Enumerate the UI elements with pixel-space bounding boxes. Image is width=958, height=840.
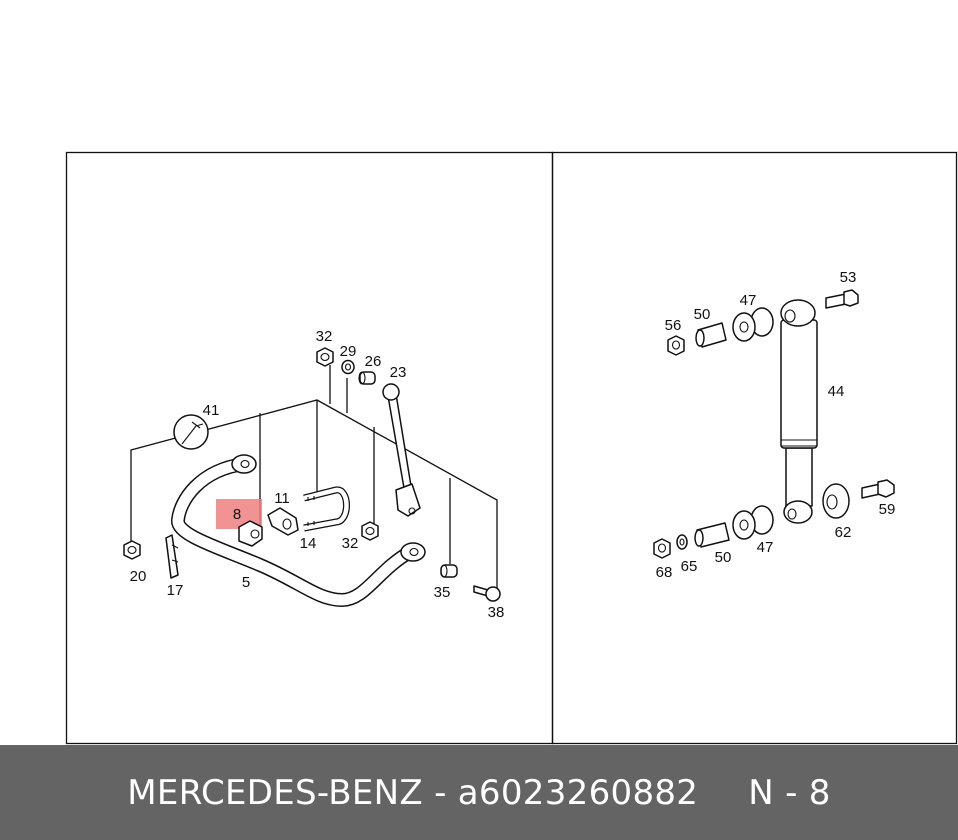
footer-part-number: MERCEDES-BENZ - a6023260882 bbox=[127, 772, 699, 813]
callout-26: 26 bbox=[365, 353, 382, 370]
part-32-nut-top bbox=[316, 347, 334, 367]
callout-32-top: 32 bbox=[316, 328, 333, 345]
part-17-clamp bbox=[165, 534, 179, 579]
callout-32-lower: 32 bbox=[342, 535, 359, 552]
callout-14: 14 bbox=[300, 535, 317, 552]
callout-29: 29 bbox=[340, 343, 357, 360]
footer-caption: MERCEDES-BENZ - a6023260882 N - 8 bbox=[0, 745, 958, 840]
callout-11: 11 bbox=[274, 490, 290, 507]
callout-20: 20 bbox=[130, 568, 147, 585]
callout-47-lower: 47 bbox=[757, 539, 774, 556]
assembly-reference-lines bbox=[130, 365, 498, 588]
part-56-nut bbox=[667, 335, 685, 356]
callout-56: 56 bbox=[665, 317, 682, 334]
part-11-bracket bbox=[267, 507, 299, 536]
part-29-washer bbox=[341, 359, 355, 375]
part-68-nut bbox=[653, 538, 671, 559]
part-35-buffer bbox=[440, 564, 458, 578]
part-62-washer bbox=[822, 483, 850, 519]
part-32-nut-lower bbox=[361, 521, 379, 541]
callout-50-top: 50 bbox=[694, 306, 711, 323]
callout-62: 62 bbox=[835, 524, 852, 541]
wrench-icon bbox=[173, 414, 209, 450]
callout-68: 68 bbox=[656, 564, 673, 581]
callout-17: 17 bbox=[167, 582, 184, 599]
stabilizer-bar bbox=[171, 454, 426, 607]
part-53-bolt bbox=[825, 289, 859, 309]
callout-50-lower: 50 bbox=[715, 549, 732, 566]
callout-65: 65 bbox=[681, 558, 698, 575]
parts-diagram: 41 32 29 26 23 11 8 14 32 20 17 5 35 38 bbox=[65, 151, 958, 745]
part-50-sleeve-lower bbox=[694, 522, 730, 548]
callout-8: 8 bbox=[233, 506, 241, 523]
part-14-u-bolt bbox=[303, 486, 350, 532]
part-59-bolt bbox=[861, 479, 895, 499]
part-20-nut bbox=[123, 540, 141, 560]
part-47-bushing-lower bbox=[732, 505, 774, 540]
callout-38: 38 bbox=[488, 604, 505, 621]
part-38-bolt bbox=[473, 585, 501, 602]
callout-23: 23 bbox=[390, 364, 407, 381]
callout-47-top: 47 bbox=[740, 292, 757, 309]
part-44-shock-absorber bbox=[780, 299, 818, 524]
callout-5: 5 bbox=[242, 574, 250, 591]
part-50-sleeve-top bbox=[695, 322, 727, 348]
callout-44: 44 bbox=[828, 383, 845, 400]
part-47-bushing-top bbox=[732, 307, 774, 342]
callout-53: 53 bbox=[840, 269, 857, 286]
footer-diagram-code: N - 8 bbox=[748, 772, 831, 813]
right-panel-frame bbox=[551, 151, 958, 745]
callout-35: 35 bbox=[434, 584, 451, 601]
callout-41: 41 bbox=[203, 402, 220, 419]
part-65-washer bbox=[676, 534, 688, 550]
part-26-rubber-mount bbox=[358, 371, 376, 385]
part-23-link-rod bbox=[382, 383, 421, 517]
part-8-bushing bbox=[238, 520, 263, 547]
callout-59: 59 bbox=[879, 501, 896, 518]
